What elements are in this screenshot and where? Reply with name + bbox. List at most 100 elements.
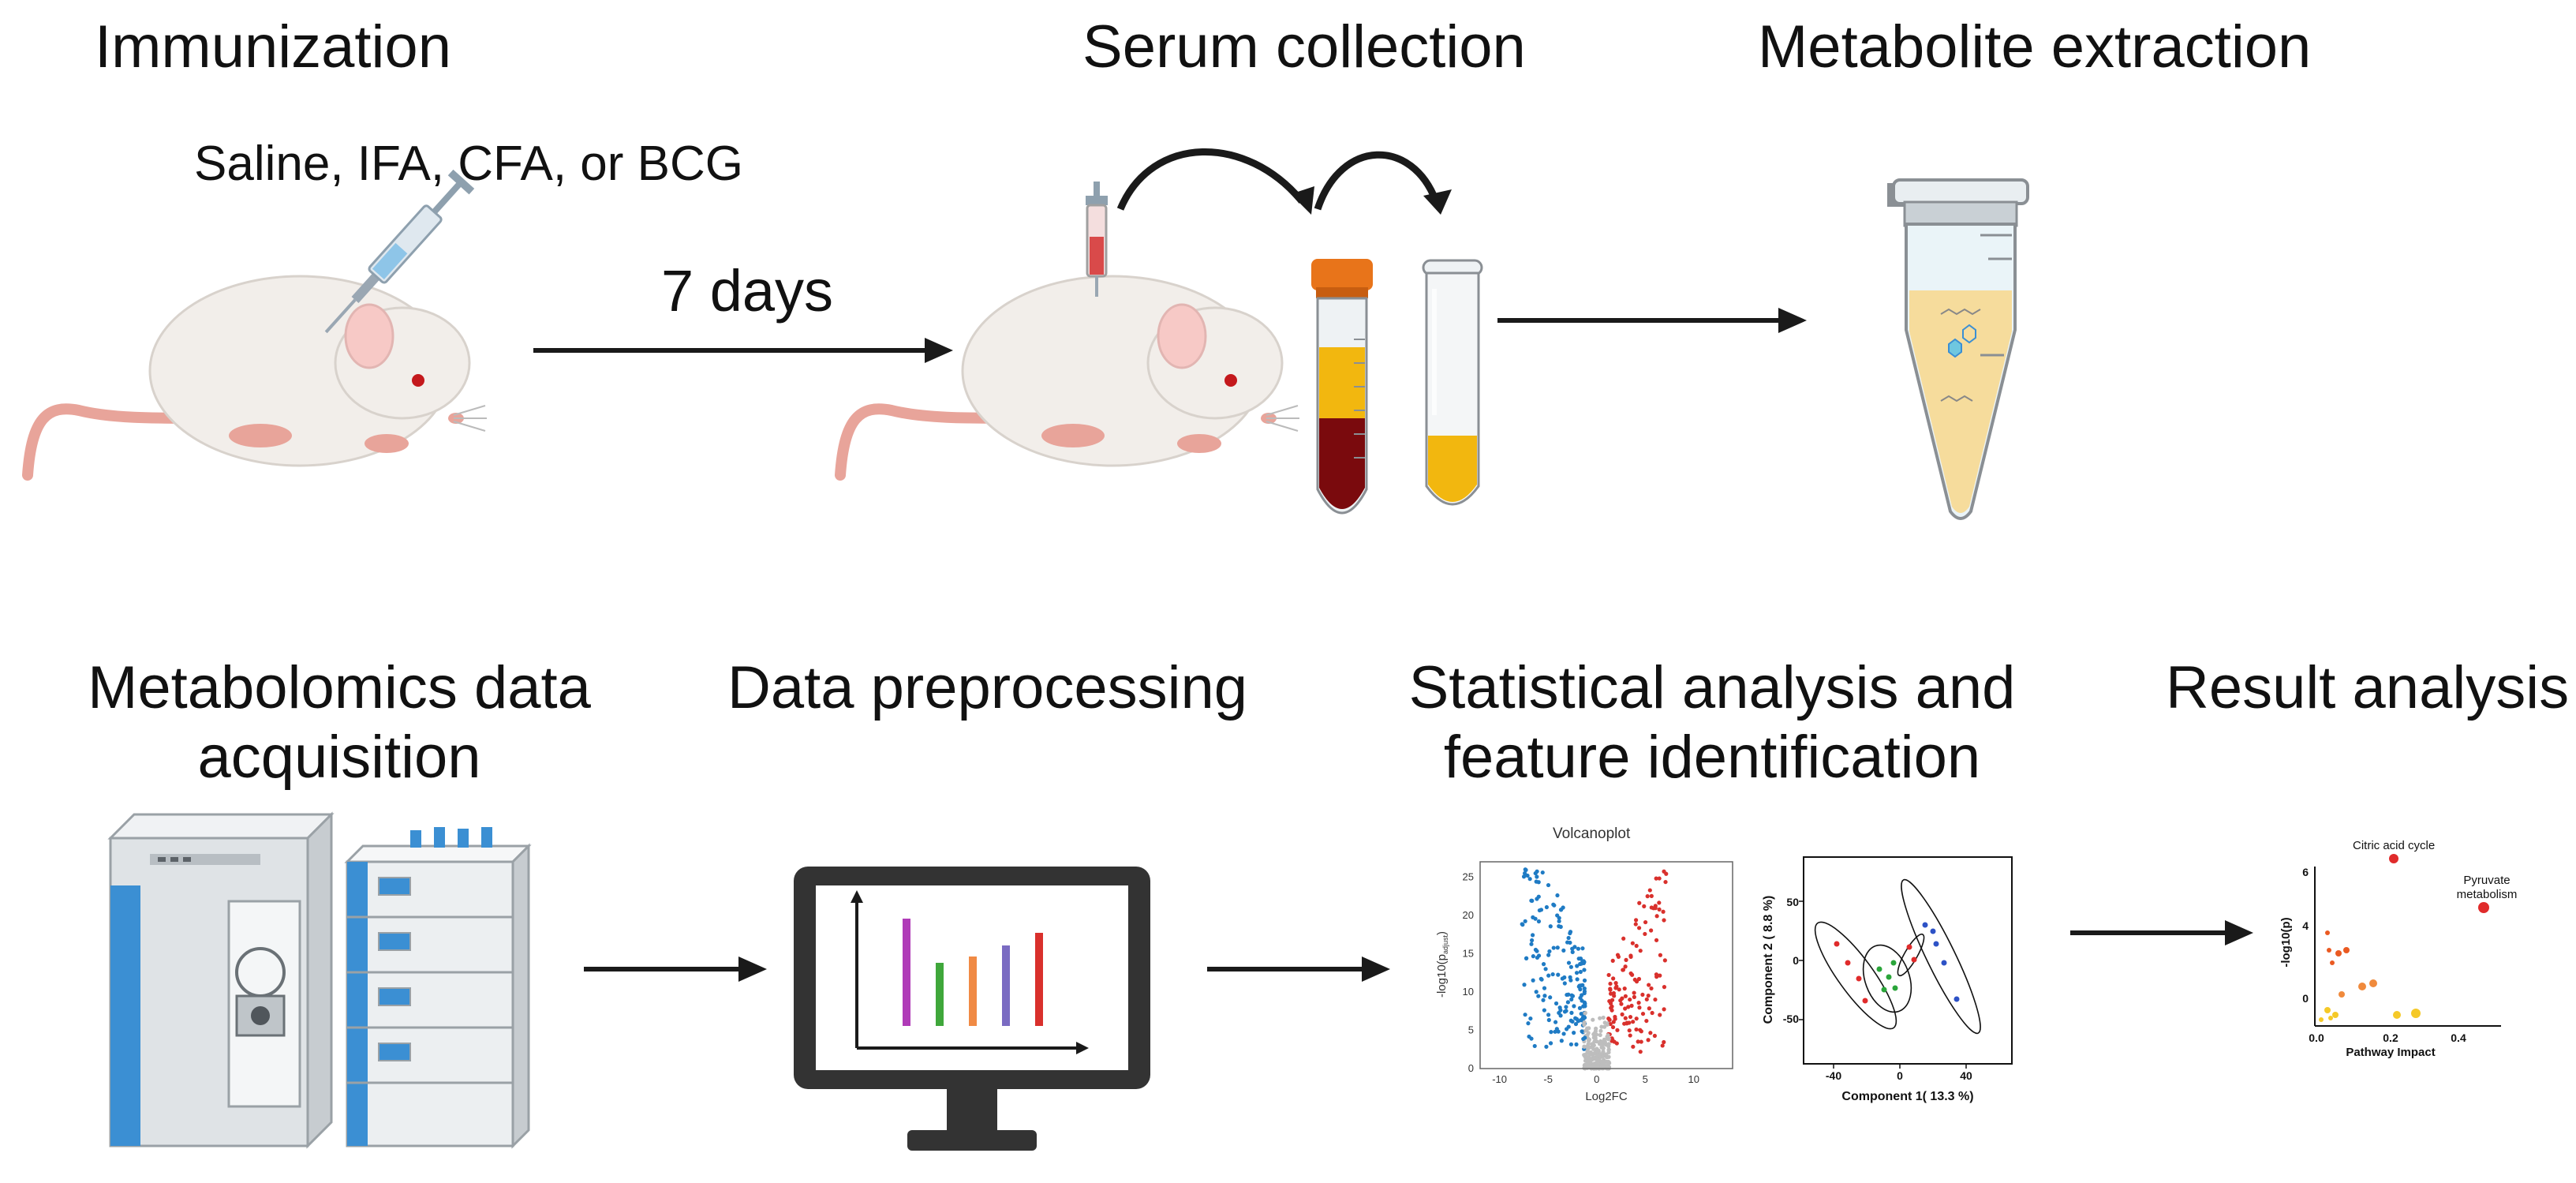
volcano-point [1602, 1037, 1607, 1042]
volcano-point [1660, 1043, 1665, 1048]
volcano-point [1586, 1031, 1591, 1035]
mouse-back-paw [229, 424, 292, 447]
volcano-point [1523, 919, 1527, 923]
volcano-ylabel: -log10(padjust) [1435, 931, 1449, 998]
pathway-annotation-citric: Citric acid cycle [2353, 839, 2435, 852]
volcano-point [1520, 922, 1524, 927]
volcano-point [1631, 1020, 1636, 1024]
volcano-point [1529, 942, 1534, 946]
volcano-point [1575, 977, 1580, 982]
volcano-point [1622, 1021, 1627, 1026]
volcano-point [1623, 964, 1628, 969]
volcano-point [1636, 1001, 1641, 1005]
mouse-ear [344, 303, 394, 369]
arrow-acquisition-to-preprocessing [584, 957, 767, 982]
volcano-point [1529, 898, 1534, 903]
volcano-point [1578, 969, 1583, 975]
pca-ytick-3: -50 [1783, 1013, 1799, 1025]
volcano-point [1627, 1028, 1632, 1033]
volcano-point [1526, 1021, 1531, 1026]
volcano-point [1532, 1043, 1537, 1049]
volcano-point [1595, 1046, 1599, 1051]
pca-xtick-3: 40 [1960, 1069, 1972, 1082]
volcano-point [1610, 1024, 1616, 1030]
volcano-point [1582, 990, 1587, 996]
volcano-point [1583, 1035, 1587, 1040]
pathway-xtick-2: 0.2 [2383, 1031, 2398, 1044]
volcano-point [1649, 928, 1654, 933]
volcano-xtick-1: -5 [1543, 1073, 1553, 1085]
volcano-point [1548, 924, 1553, 929]
volcano-point [1628, 971, 1633, 976]
volcano-point [1662, 958, 1667, 963]
volcano-point [1601, 1015, 1606, 1020]
volcano-point [1558, 924, 1563, 930]
volcano-point [1530, 938, 1535, 943]
volcano-point [1553, 1001, 1559, 1006]
volcano-point [1623, 994, 1628, 998]
volcano-point [1569, 997, 1574, 1001]
bar-purple [903, 919, 910, 1026]
volcano-point [1569, 1010, 1574, 1015]
volcano-point [1653, 906, 1658, 911]
bar-green [936, 963, 944, 1026]
pca-xtick-1: -40 [1826, 1069, 1841, 1082]
volcano-point [1548, 1041, 1553, 1046]
volcano-point [1626, 1005, 1631, 1009]
volcano-point [1661, 909, 1666, 914]
volcano-point [1606, 1054, 1611, 1059]
volcano-point [1611, 1020, 1616, 1024]
volcano-point [1654, 914, 1659, 919]
volcano-point [1646, 993, 1651, 998]
volcano-point [1608, 1021, 1613, 1027]
volcano-point [1640, 992, 1645, 998]
volcano-point [1646, 1038, 1651, 1043]
volcano-point [1586, 1042, 1591, 1046]
volcano-point [1607, 1017, 1612, 1022]
volcano-point [1556, 1029, 1561, 1034]
volcano-point [1657, 907, 1662, 912]
volcano-point [1639, 1029, 1643, 1034]
volcano-point [1612, 1039, 1617, 1044]
volcano-point [1540, 870, 1545, 875]
volcano-point [1538, 976, 1543, 981]
volcano-point [1547, 949, 1552, 954]
volcano-point [1527, 877, 1532, 882]
volcano-point [1632, 994, 1636, 999]
molecule-icon [1948, 338, 1962, 358]
mouse-serum-illustration [835, 182, 1299, 481]
arrow-serum-to-extraction [1497, 308, 1807, 333]
volcano-point [1546, 973, 1551, 978]
pathway-plot: Citric acid cycle Pyruvate metabolism 6 … [2279, 839, 2517, 1059]
volcano-point [1638, 1050, 1643, 1054]
volcano-point [1555, 913, 1560, 918]
volcano-point [1588, 1050, 1593, 1054]
volcano-point [1622, 986, 1627, 991]
volcano-point [1654, 938, 1659, 942]
volcano-point [1637, 1005, 1642, 1010]
treatment-label: Saline, IFA, CFA, or BCG [194, 137, 744, 191]
volcano-xtick-3: 5 [1643, 1073, 1648, 1085]
volcano-point [1606, 1062, 1610, 1067]
volcano-point [1587, 1057, 1591, 1061]
volcano-point [1616, 954, 1621, 959]
volcano-point [1566, 992, 1571, 997]
volcano-point [1531, 954, 1535, 959]
volcano-point [1574, 971, 1580, 975]
volcano-point [1535, 874, 1539, 879]
volcano-point [1580, 1029, 1584, 1034]
volcano-point [1536, 994, 1541, 998]
volcano-point [1593, 1035, 1598, 1041]
volcano-point [1523, 1013, 1527, 1017]
volcano-point [1553, 1020, 1558, 1024]
volcano-point [1574, 1042, 1579, 1046]
pca-ytick-1: 50 [1786, 896, 1799, 908]
volcano-point [1642, 904, 1647, 908]
volcano-point [1560, 976, 1565, 981]
volcano-point [1598, 1032, 1602, 1038]
volcano-point [1610, 998, 1615, 1002]
volcano-xlabel: Log2FC [1585, 1090, 1628, 1103]
pca-ytick-2: 0 [1793, 954, 1799, 967]
volcano-point [1524, 867, 1528, 872]
volcano-point [1658, 973, 1662, 978]
